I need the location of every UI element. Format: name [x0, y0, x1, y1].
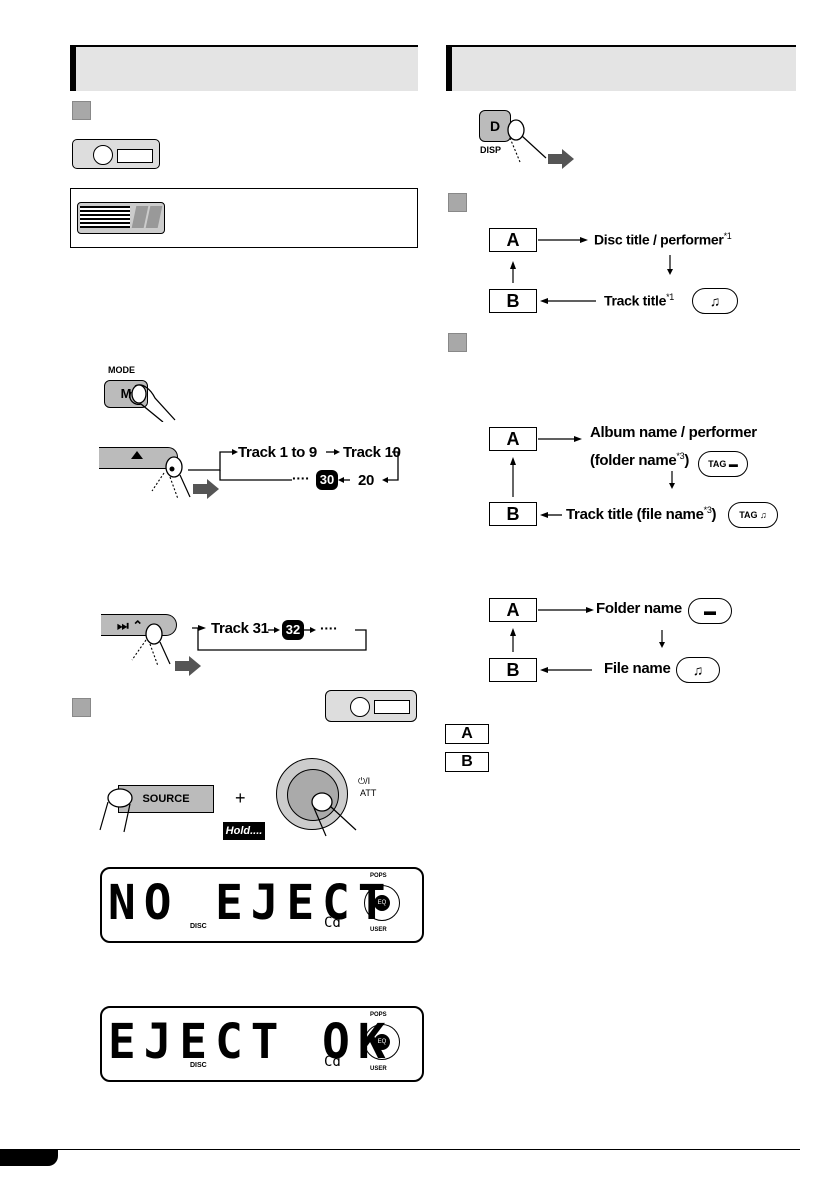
- finger-press-icon: [507, 119, 547, 163]
- footer-rule: [0, 1149, 800, 1150]
- folder-name: Folder name: [596, 600, 682, 617]
- finger-press-icon: [99, 788, 133, 833]
- page-number-tab: [0, 1150, 58, 1166]
- legend-box-a: A: [445, 724, 489, 744]
- mp3-folder-name-note: (folder name*3): [590, 451, 690, 469]
- finger-press-icon: [151, 456, 191, 500]
- folder-icon: ▬: [688, 598, 732, 624]
- eq-label: EQ: [374, 895, 390, 911]
- eq-label: EQ: [374, 1034, 390, 1050]
- skip-forward-icon: ⏭︎ ⌃: [117, 618, 144, 633]
- lcd-display-eject-ok: EJECT OK DISC Cd EQ POPS USER: [100, 1006, 424, 1082]
- press-arrow-head: [562, 149, 574, 169]
- eq-dial-icon: EQ: [364, 1024, 400, 1060]
- step-marker-2: [72, 698, 91, 717]
- step-marker-cd: [448, 193, 467, 212]
- track-sequence-1-lines: [188, 449, 399, 483]
- tag-folder-icon: TAG ▬: [698, 451, 748, 477]
- lcd-cd-label: Cd: [324, 1054, 341, 1070]
- left-section-header: [70, 45, 418, 91]
- right-section-header: [446, 45, 796, 91]
- legend-box-b: B: [445, 752, 489, 772]
- lcd-text-eject-ok: EJECT OK: [108, 1012, 394, 1070]
- eq-user: USER: [370, 1066, 387, 1072]
- step-marker-1: [72, 101, 91, 120]
- finger-press-icon: [311, 792, 357, 837]
- hold-badge: Hold....: [223, 822, 265, 840]
- source-button[interactable]: SOURCE: [118, 785, 214, 813]
- lcd-text-no-eject: NO EJECT: [108, 873, 394, 931]
- finger-press-icon: [131, 623, 171, 667]
- mode-label: MODE: [108, 365, 135, 375]
- plus-sign: +: [235, 788, 246, 808]
- track-20: 20: [358, 472, 375, 489]
- eq-dial-icon: EQ: [364, 885, 400, 921]
- track-ellipsis: ····: [292, 470, 310, 486]
- track-32-label: 32: [285, 622, 301, 637]
- power-label: ⏻/I: [358, 776, 371, 786]
- finger-press-icon: [129, 384, 176, 422]
- cd-disc-title: Disc title / performer*1: [594, 231, 732, 248]
- press-arrow-head: [207, 479, 219, 499]
- eq-pops: POPS: [370, 873, 387, 879]
- lcd-display-no-eject: NO EJECT DISC Cd EQ POPS USER: [100, 867, 424, 943]
- label-box-b: B: [489, 502, 537, 526]
- track-10: Track 10: [343, 444, 401, 461]
- label-box-b: B: [489, 289, 537, 313]
- eq-user: USER: [370, 927, 387, 933]
- press-arrow-icon: [193, 484, 207, 494]
- file-name: File name: [604, 660, 671, 677]
- track-30-badge: 30: [316, 470, 338, 490]
- track-31: Track 31: [211, 620, 269, 637]
- power-knob[interactable]: [276, 758, 348, 830]
- cd-cycle-arrows: [510, 237, 673, 304]
- cd-source-icon: [325, 690, 417, 722]
- label-box-a: A: [489, 598, 537, 622]
- folder-cycle-arrows: [510, 607, 665, 673]
- label-box-a: A: [489, 427, 537, 451]
- lcd-cd-label: Cd: [324, 915, 341, 931]
- press-arrow-head: [189, 656, 201, 676]
- label-box-b: B: [489, 658, 537, 682]
- lcd-disc-label: DISC: [190, 923, 207, 930]
- att-label: ATT: [360, 788, 377, 798]
- label-box-a: A: [489, 228, 537, 252]
- cd-track-title: Track title*1: [604, 292, 674, 309]
- mp3-album-name: Album name / performer: [590, 424, 757, 441]
- press-arrow-icon: [175, 661, 189, 671]
- track-1-to-9: Track 1 to 9: [238, 444, 317, 461]
- panel-info-box: [70, 188, 418, 248]
- hold-label: Hold....: [225, 825, 263, 837]
- track-30-label: 30: [319, 472, 335, 487]
- control-panel-icon: [77, 202, 165, 234]
- source-button-label: SOURCE: [142, 793, 190, 805]
- mp3-cycle-arrows: [510, 436, 675, 518]
- track-ellipsis: ····: [320, 620, 338, 636]
- disp-label: DISP: [480, 145, 502, 155]
- up-arrow-icon: [131, 451, 143, 459]
- step-marker-mp3: [448, 333, 467, 352]
- lcd-disc-label: DISC: [190, 1062, 207, 1069]
- press-arrow-icon: [548, 154, 562, 164]
- track-sequence-2-lines: [192, 625, 367, 651]
- mp3-track-title: Track title (file name*3): [566, 505, 717, 523]
- cd-source-icon: [72, 139, 160, 169]
- track-32-badge: 32: [282, 620, 304, 640]
- mode-button-label: M: [120, 386, 132, 401]
- music-note-icon: ♫: [676, 657, 720, 683]
- music-note-icon: ♫: [692, 288, 738, 314]
- eq-pops: POPS: [370, 1012, 387, 1018]
- disp-button-key: D: [489, 118, 501, 134]
- tag-music-icon: TAG ♫: [728, 502, 778, 528]
- disp-button[interactable]: D: [479, 110, 511, 142]
